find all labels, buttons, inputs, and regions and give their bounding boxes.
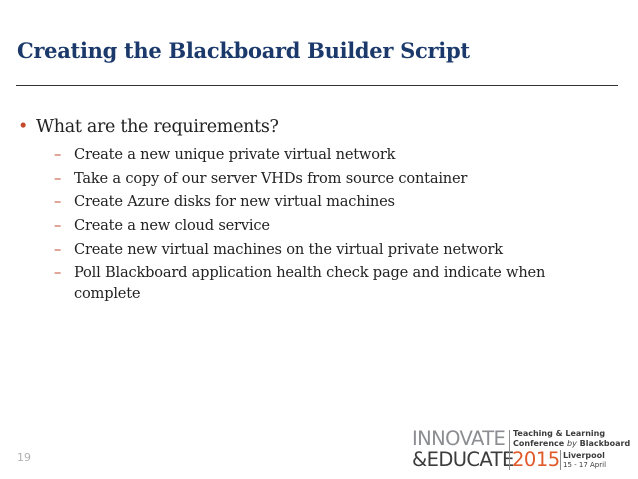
logo-conference-line2: Conference by Blackboard xyxy=(513,439,630,448)
list-item: –Take a copy of our server VHDs from sou… xyxy=(54,169,594,190)
logo-city: Liverpool xyxy=(563,451,605,460)
bullet-dot-icon: • xyxy=(18,117,29,137)
list-item: –Create a new cloud service xyxy=(54,216,594,237)
logo-divider-small xyxy=(560,450,561,470)
logo-by: by xyxy=(567,439,577,448)
title-divider xyxy=(16,85,618,86)
dash-icon: – xyxy=(54,240,62,258)
slide-title: Creating the Blackboard Builder Script xyxy=(17,38,470,63)
logo-year: 2015 xyxy=(512,448,560,471)
main-bullet: • What are the requirements? xyxy=(18,117,279,137)
dash-icon: – xyxy=(54,193,62,211)
list-item: –Poll Blackboard application health chec… xyxy=(54,263,594,304)
dash-icon: – xyxy=(54,264,62,282)
list-item-text: Create a new unique private virtual netw… xyxy=(74,146,396,163)
dash-icon: – xyxy=(54,169,62,187)
logo-conference-line1: Teaching & Learning xyxy=(513,429,606,438)
conference-logo: INNOVATE &EDUCATE Teaching & Learning Co… xyxy=(412,427,630,472)
list-item-text: Poll Blackboard application health check… xyxy=(74,264,546,302)
list-item: –Create a new unique private virtual net… xyxy=(54,145,594,166)
list-item-text: Create a new cloud service xyxy=(74,217,270,235)
list-item: –Create Azure disks for new virtual mach… xyxy=(54,192,594,213)
logo-dates: 15 - 17 April xyxy=(563,461,607,469)
logo-divider xyxy=(509,430,510,470)
logo-conference: Conference xyxy=(513,439,565,448)
logo-educate: &EDUCATE xyxy=(412,448,514,471)
main-bullet-text: What are the requirements? xyxy=(36,117,279,137)
dash-icon: – xyxy=(54,217,62,235)
logo-innovate: INNOVATE xyxy=(412,427,506,450)
list-item-text: Take a copy of our server VHDs from sour… xyxy=(74,169,468,187)
logo-brand: Blackboard xyxy=(579,439,631,448)
list-item-text: Create Azure disks for new virtual machi… xyxy=(74,193,395,211)
list-item: –Create new virtual machines on the virt… xyxy=(54,240,594,261)
requirements-list: –Create a new unique private virtual net… xyxy=(54,145,594,308)
dash-icon: – xyxy=(54,146,62,163)
list-item-text: Create new virtual machines on the virtu… xyxy=(74,240,503,258)
slide-number: 19 xyxy=(17,451,31,464)
